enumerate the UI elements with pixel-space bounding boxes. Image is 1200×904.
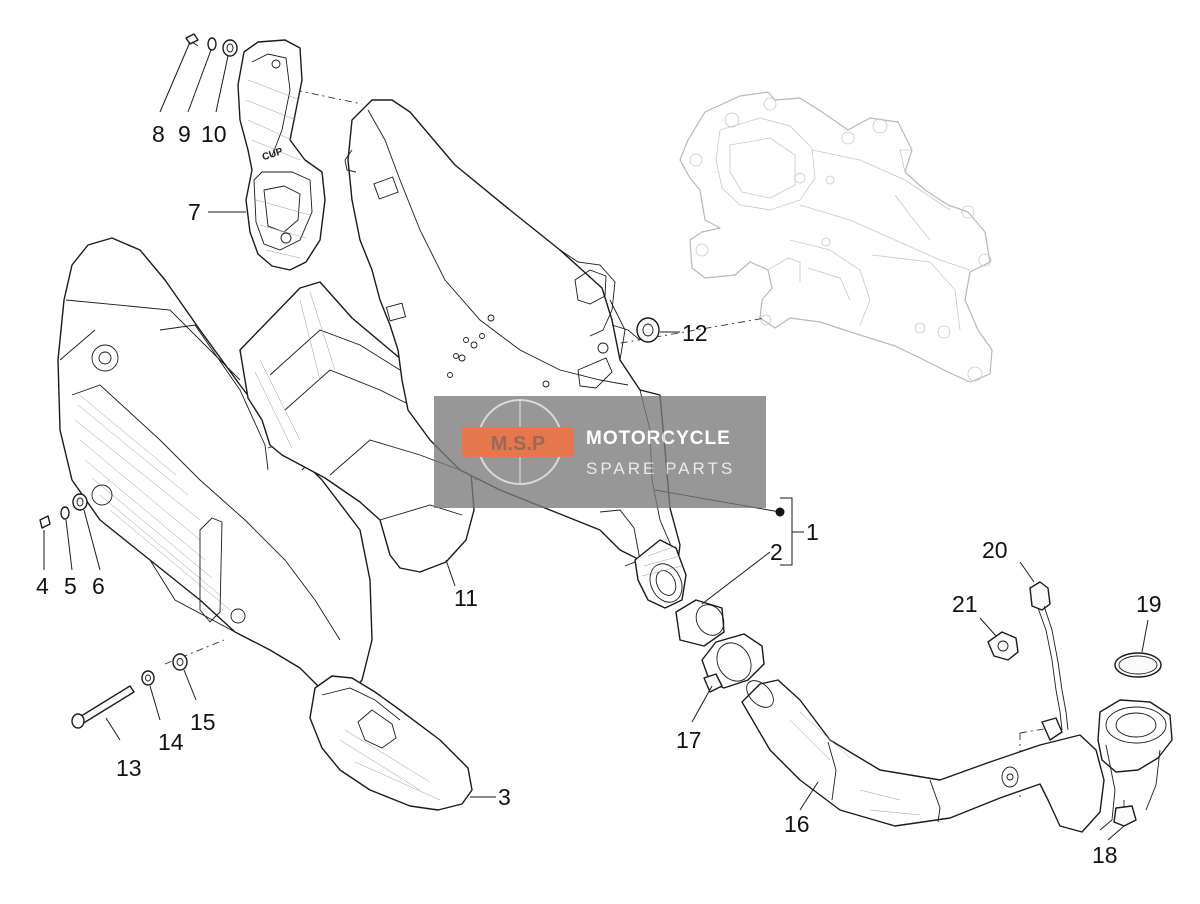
watermark-logo-text: M.S.P [491,433,545,455]
watermark-line-1: MOTORCYCLE [586,428,731,449]
callout-11: 11 [454,585,478,611]
callout-1: 1 [806,519,819,545]
exhaust-flange[interactable] [1097,699,1173,831]
bolt-13[interactable] [71,685,135,729]
callout-3: 3 [498,784,511,810]
exhaust-gasket-19[interactable] [1114,652,1162,678]
callout-9: 9 [178,121,191,147]
sensor-plug-18[interactable] [1113,805,1137,827]
callout-12: 12 [682,320,708,346]
callout-7: 7 [188,199,201,225]
watermark-logo: M.S.P [462,399,574,485]
callout-2: 2 [770,539,783,565]
muffler-end-cap[interactable] [309,675,473,811]
callout-6: 6 [92,573,105,599]
callout-18: 18 [1092,842,1118,868]
exhaust-clamp[interactable] [701,633,765,693]
grommet-12[interactable] [636,317,660,343]
engine-casing-ghost [679,91,993,383]
callout-14: 14 [158,729,184,755]
callout-20: 20 [982,537,1008,563]
callout-15: 15 [190,709,216,735]
cable-clip-21[interactable] [987,631,1019,661]
callout-21: 21 [952,591,978,617]
grommet-6[interactable] [72,493,88,511]
exhaust-pipe[interactable] [741,676,1105,833]
gasket-sleeve[interactable] [675,599,729,647]
callout-8: 8 [152,121,165,147]
callout-13: 13 [116,755,142,781]
callout-17: 17 [676,727,702,753]
screw-4[interactable] [39,515,51,529]
lambda-sensor-20[interactable] [1029,581,1069,741]
bracket-guard[interactable]: CUP [237,39,326,271]
callout-5: 5 [64,573,77,599]
grommet-10[interactable] [222,39,238,57]
washer-9[interactable] [207,37,217,51]
watermark: M.S.P MOTORCYCLE SPARE PARTS [434,396,766,508]
screw-8[interactable] [185,33,199,47]
washer-5[interactable] [60,506,70,520]
washer-15[interactable] [172,653,188,671]
callout-10: 10 [201,121,227,147]
watermark-line-2: SPARE PARTS [586,459,735,478]
callout-16: 16 [784,811,810,837]
inner-heat-shield[interactable] [239,281,475,573]
callout-19: 19 [1136,591,1162,617]
washer-14[interactable] [141,670,155,686]
callout-4: 4 [36,573,49,599]
callout-labels: 1 2 3 4 5 6 7 8 9 10 11 12 13 14 15 16 1… [36,121,1162,868]
